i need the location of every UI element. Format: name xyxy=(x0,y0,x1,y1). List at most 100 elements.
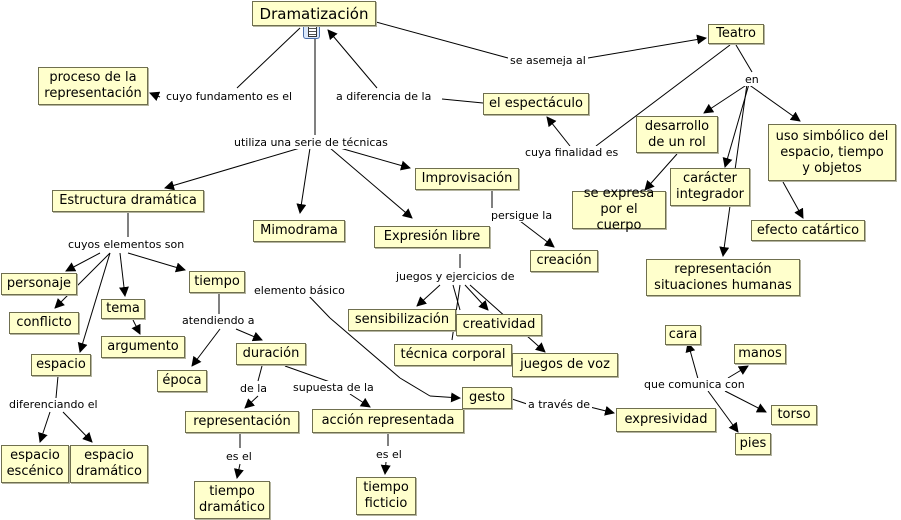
concept-uso-simbolico[interactable]: uso simbólico del espacio, tiempo y obje… xyxy=(768,124,896,181)
concept-label: personaje xyxy=(6,276,72,291)
connector-arrow xyxy=(587,34,707,59)
concept-label: creación xyxy=(536,253,592,268)
concept-epoca[interactable]: época xyxy=(157,370,207,392)
concept-teatro[interactable]: Teatro xyxy=(708,24,764,44)
concept-tiempo-ficticio[interactable]: tiempo ficticio xyxy=(356,477,416,515)
connector-arrow xyxy=(191,328,221,367)
connector-arrow xyxy=(54,252,111,309)
concept-duracion[interactable]: duración xyxy=(236,343,306,365)
concept-label: cara xyxy=(668,327,698,342)
concept-juegos-de-voz[interactable]: juegos de voz xyxy=(512,353,618,377)
connector-line xyxy=(511,398,528,405)
concept-efecto-catartico[interactable]: efecto catártico xyxy=(751,220,865,241)
connector-arrow xyxy=(782,181,804,219)
concept-se-expresa-cuerpo[interactable]: se expresa por el cuerpo xyxy=(572,186,666,233)
concept-label: tiempo ficticio xyxy=(363,480,409,511)
concept-label: efecto catártico xyxy=(756,222,860,238)
connector-arrow xyxy=(164,147,301,191)
concept-espacio-dramatico[interactable]: espacio dramático xyxy=(70,445,148,483)
concept-estructura-dramatica[interactable]: Estructura dramática xyxy=(52,190,204,212)
concept-label: duración xyxy=(242,346,300,361)
link-supuesta: supuesta de la xyxy=(291,381,376,394)
concept-argumento[interactable]: argumento xyxy=(101,336,185,358)
connector-arrow xyxy=(546,116,571,147)
connector-line xyxy=(257,365,263,382)
link-de-la: de la xyxy=(238,382,270,395)
concept-label: técnica corporal xyxy=(400,347,506,362)
connector-arrow xyxy=(464,284,489,311)
connector-line xyxy=(399,377,431,397)
connector-arrow xyxy=(327,29,378,89)
concept-caracter-integrador[interactable]: carácter integrador xyxy=(670,168,750,206)
concept-personaje[interactable]: personaje xyxy=(1,273,77,295)
concept-proceso-representacion[interactable]: proceso de la representación xyxy=(38,67,148,105)
connector-line xyxy=(375,21,509,59)
concept-espectaculo[interactable]: el espectáculo xyxy=(483,93,589,115)
concept-representacion-situaciones[interactable]: representación situaciones humanas xyxy=(646,259,800,296)
connector-arrow xyxy=(703,83,749,114)
connector-line xyxy=(452,284,461,311)
concept-label: Expresión libre xyxy=(383,229,481,244)
concept-tema[interactable]: tema xyxy=(101,299,145,319)
link-cuyos-elementos: cuyos elementos son xyxy=(66,238,187,251)
concept-label: tiempo xyxy=(194,274,240,289)
concept-label: carácter integrador xyxy=(675,171,745,202)
concept-label: Teatro xyxy=(716,26,756,41)
concept-label: argumento xyxy=(107,339,179,354)
connector-line xyxy=(441,98,484,104)
concept-dramatizacion[interactable]: Dramatización xyxy=(252,1,376,26)
concept-espacio-escenico[interactable]: espacio escénico xyxy=(1,445,69,483)
concept-pies[interactable]: pies xyxy=(735,433,771,455)
concept-tecnica-corporal[interactable]: técnica corporal xyxy=(394,344,512,366)
connector-arrow xyxy=(727,365,749,379)
concept-accion-representada[interactable]: acción representada xyxy=(312,409,464,433)
connector-arrow xyxy=(416,284,441,307)
concept-label: representación situaciones humanas xyxy=(654,261,792,293)
concept-label: representación xyxy=(193,414,291,429)
concept-espacio[interactable]: espacio xyxy=(31,354,91,376)
concept-conflicto[interactable]: conflicto xyxy=(9,312,79,334)
connector-arrow xyxy=(519,220,555,248)
concept-torso[interactable]: torso xyxy=(771,405,817,425)
connector-line xyxy=(284,365,331,383)
connector-arrow xyxy=(244,395,259,409)
concept-label: conflicto xyxy=(16,315,72,330)
connector-arrow xyxy=(235,328,263,342)
concept-tiempo-dramatico[interactable]: tiempo dramático xyxy=(194,481,270,519)
concept-tiempo[interactable]: tiempo xyxy=(189,271,245,293)
link-a-diferencia: a diferencia de la xyxy=(334,90,434,103)
concept-sensibilizacion[interactable]: sensibilización xyxy=(348,309,456,331)
concept-mimodrama[interactable]: Mimodrama xyxy=(253,220,345,242)
connector-line xyxy=(595,44,731,147)
connector-arrow xyxy=(296,147,311,214)
concept-representacion[interactable]: representación xyxy=(185,411,299,433)
concept-expresion-libre[interactable]: Expresión libre xyxy=(374,226,490,248)
concept-improvisacion[interactable]: Improvisación xyxy=(415,168,519,190)
document-icon[interactable] xyxy=(303,22,320,39)
concept-label: Improvisación xyxy=(421,171,513,186)
concept-gesto[interactable]: gesto xyxy=(462,387,512,409)
connector-arrow xyxy=(77,252,111,353)
link-atendiendo: atendiendo a xyxy=(180,314,257,327)
concept-creacion[interactable]: creación xyxy=(530,250,598,272)
connector-arrow xyxy=(131,319,141,335)
concept-manos[interactable]: manos xyxy=(734,344,786,364)
connector-arrow xyxy=(233,463,244,479)
concept-label: juegos de voz xyxy=(520,357,610,372)
concept-label: uso simbólico del espacio, tiempo y obje… xyxy=(775,128,889,176)
concept-label: Mimodrama xyxy=(260,223,338,238)
connectors xyxy=(38,21,804,479)
concept-label: tiempo dramático xyxy=(198,484,265,515)
concept-label: torso xyxy=(777,407,811,422)
connector-arrow xyxy=(429,392,461,403)
link-se-asemeja: se asemeja al xyxy=(508,54,588,67)
concept-creatividad[interactable]: creatividad xyxy=(456,314,542,336)
link-a-traves: a través de xyxy=(526,398,593,411)
connector-arrow xyxy=(65,252,101,272)
concept-expresividad[interactable]: expresividad xyxy=(616,408,716,432)
connector-arrow xyxy=(149,91,161,101)
concept-cara[interactable]: cara xyxy=(665,325,701,345)
connector-arrow xyxy=(707,390,739,433)
concept-desarrollo-rol[interactable]: desarrollo de un rol xyxy=(636,116,718,153)
